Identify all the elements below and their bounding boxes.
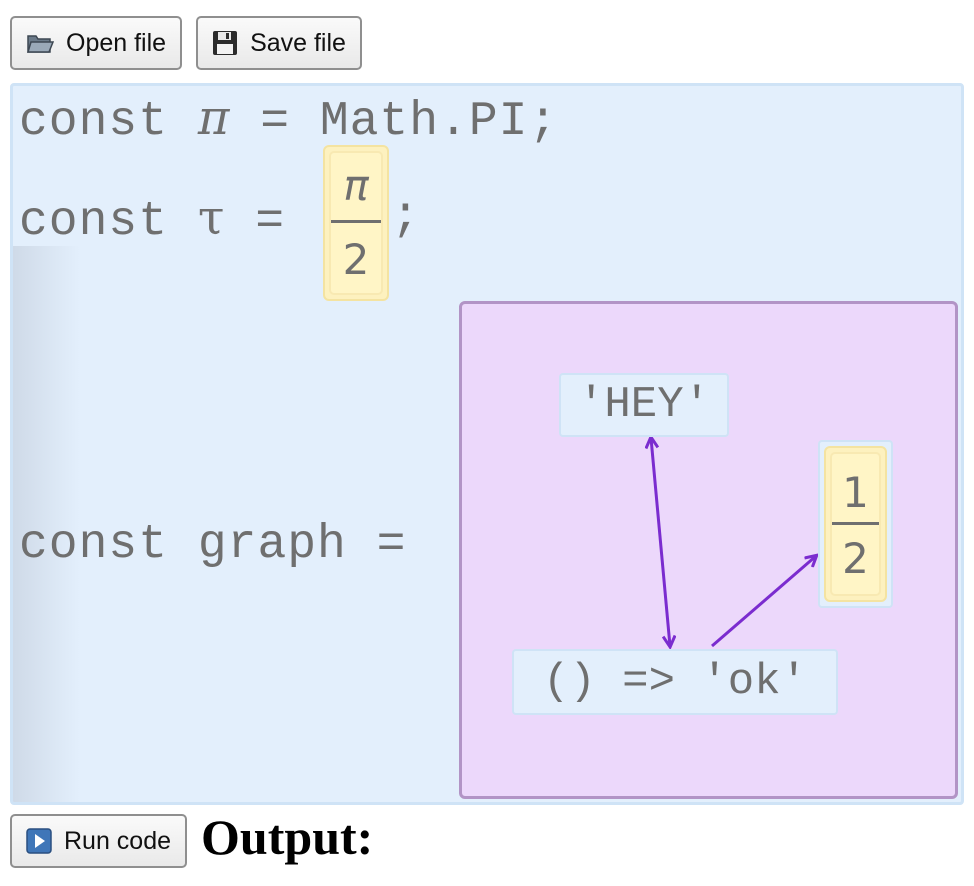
- floppy-disk-icon: [212, 30, 238, 56]
- graph-node-function[interactable]: () => 'ok': [512, 649, 838, 715]
- toolbar: Open file Save file: [10, 16, 362, 72]
- fraction-bar: [331, 220, 381, 223]
- save-file-label: Save file: [250, 28, 346, 57]
- code-editor[interactable]: const π = Math.PI; const τ = π 2 ; const…: [10, 83, 964, 805]
- edge-fn-hey: [651, 438, 670, 646]
- graph-edges: [462, 304, 955, 796]
- code-line-1: const π = Math.PI;: [19, 90, 558, 149]
- fraction-numerator: π: [343, 161, 369, 210]
- equals-sign: =: [255, 195, 286, 249]
- run-code-label: Run code: [64, 826, 172, 855]
- fraction-denominator: 2: [342, 235, 370, 284]
- fraction-bar: [832, 522, 879, 525]
- edge-fn-half: [711, 556, 816, 648]
- fraction-denominator: 2: [842, 534, 869, 583]
- graph-node-hey[interactable]: 'HEY': [559, 373, 729, 437]
- save-file-button[interactable]: Save file: [196, 16, 362, 70]
- keyword-const: const: [19, 95, 169, 149]
- semicolon: ;: [391, 190, 421, 244]
- fraction-numerator: 1: [842, 468, 869, 517]
- fraction-pi-over-2[interactable]: π 2: [323, 145, 389, 301]
- open-file-label: Open file: [66, 28, 167, 57]
- open-file-button[interactable]: Open file: [10, 16, 183, 70]
- line1-rest: = Math.PI;: [260, 95, 559, 149]
- graph-node-half[interactable]: 1 2: [818, 440, 893, 608]
- play-icon: [26, 828, 52, 854]
- keyword-const: const: [19, 195, 169, 249]
- graph-literal[interactable]: 'HEY' 1 2 () => 'ok': [459, 301, 958, 799]
- identifier-tau: τ: [197, 190, 226, 246]
- folder-icon: [26, 31, 54, 55]
- code-line-3: const graph =: [19, 518, 407, 572]
- identifier-pi: π: [197, 90, 231, 146]
- output-heading: Output:: [201, 809, 374, 865]
- fraction-one-half: 1 2: [824, 446, 887, 602]
- run-code-button[interactable]: Run code: [10, 814, 188, 868]
- run-bar: Run code Output:: [10, 809, 374, 868]
- code-line-2: const τ =: [19, 190, 285, 249]
